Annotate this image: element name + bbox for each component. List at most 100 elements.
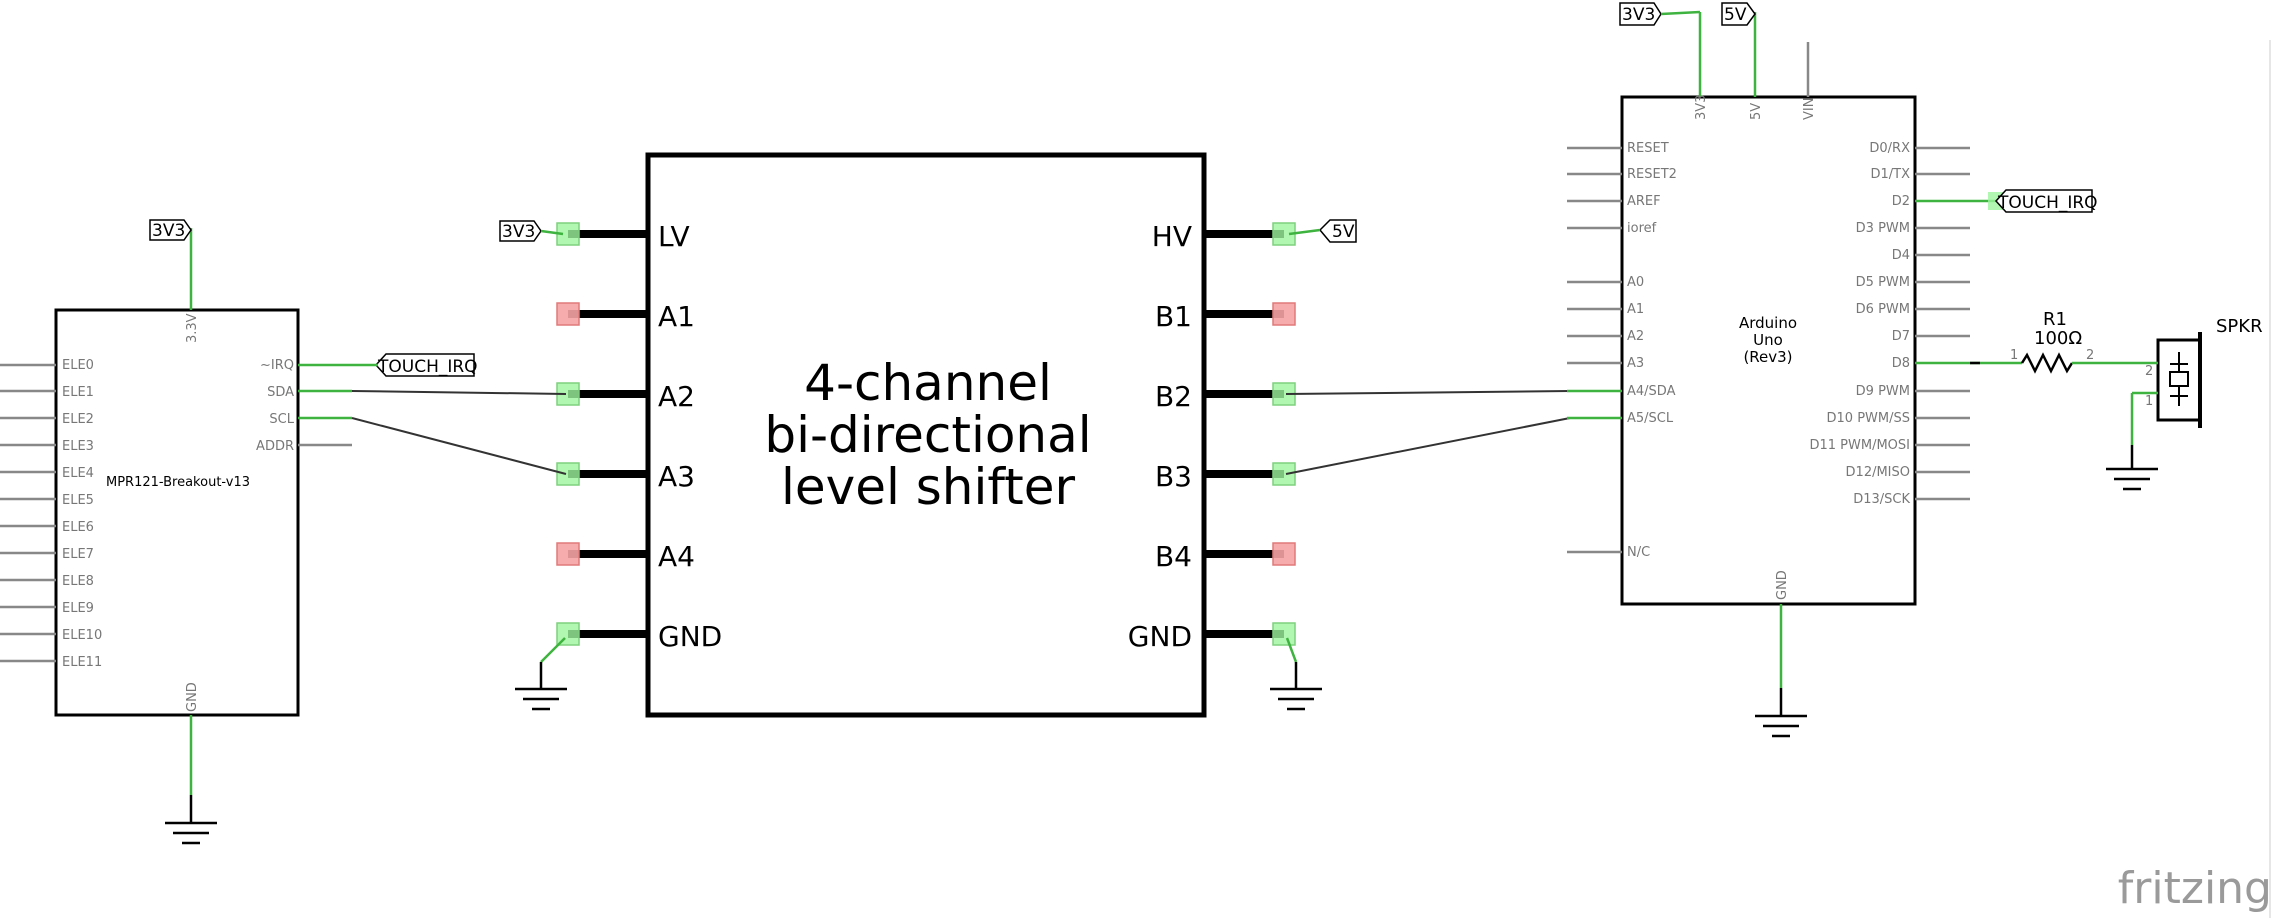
shifter-right-labels: HV B1 B2 B3 B4 GND: [1128, 220, 1192, 653]
pin-label: A1: [1627, 302, 1644, 317]
pin-label: ioref: [1627, 221, 1657, 236]
power-flag-label: 3V3: [152, 221, 185, 241]
power-flag-5v-arduino: 5V: [1721, 2, 1756, 26]
pad-gnd-right: [1272, 622, 1296, 646]
mpr121-name: MPR121-Breakout-v13: [106, 475, 250, 490]
pin-label: 3.3V: [185, 313, 200, 343]
pin-label: ELE0: [62, 358, 94, 373]
pin-label: B3: [1155, 460, 1192, 493]
pin-label: ELE7: [62, 547, 94, 562]
arduino-body: [1620, 95, 1917, 606]
pad-b4: [1272, 542, 1296, 566]
arduino-left-labels: RESET RESET2 AREF ioref A0 A1 A2 A3 A4/S…: [1627, 141, 1677, 560]
pin-label: N/C: [1627, 545, 1650, 560]
mpr121-body: [54, 308, 300, 717]
wire-sda-a2: [351, 390, 567, 395]
shifter-left-labels: LV A1 A2 A3 A4 GND: [658, 220, 722, 653]
net-label-touch-irq-right: TOUCH_IRQ: [1988, 189, 2098, 213]
pad-b1: [1272, 302, 1296, 326]
level-shifter-body: [645, 152, 1207, 718]
power-flag-label: 5V: [1332, 222, 1355, 242]
pin-label: D2: [1892, 194, 1910, 209]
pin-label: LV: [658, 220, 690, 253]
pin-label: D1/TX: [1870, 167, 1910, 182]
pin-label: VIN: [1802, 98, 1817, 120]
pin-label: D0/RX: [1869, 141, 1910, 156]
resistor-zigzag: [2020, 352, 2074, 374]
pin-label: A2: [658, 380, 695, 413]
power-flag-3v3-arduino: 3V3: [1619, 2, 1701, 26]
arduino-right-pins: [1915, 146, 1970, 501]
speaker-pin1: 1: [2145, 394, 2153, 409]
pin-label: GND: [185, 682, 200, 712]
speaker-spkr[interactable]: 2 1 SPKR: [2126, 316, 2263, 468]
pin-label: HV: [1152, 220, 1192, 253]
pin-label: ELE9: [62, 601, 94, 616]
pin-label: A4: [658, 540, 695, 573]
pin-label: D12/MISO: [1846, 465, 1910, 480]
net-label-touch-irq-left: TOUCH_IRQ: [374, 353, 478, 377]
pad-b3: [1272, 462, 1296, 486]
pin-label: GND: [1775, 570, 1790, 600]
shifter-title: 4-channel bi-directional level shifter: [764, 354, 1091, 516]
fritzing-watermark: fritzing: [2118, 863, 2272, 914]
level-shifter[interactable]: LV A1 A2 A3 A4 GND HV B1 B2 B3 B4 GND 4-…: [556, 152, 1296, 718]
pin-label: ELE4: [62, 466, 94, 481]
pin-label: D9 PWM: [1856, 384, 1910, 399]
arduino-uno[interactable]: RESET RESET2 AREF ioref A0 A1 A2 A3 A4/S…: [1567, 12, 1996, 715]
wire-b2-a4sda: [1285, 390, 1571, 395]
pin-label: ELE2: [62, 412, 94, 427]
pin-label: B2: [1155, 380, 1192, 413]
pin-label: RESET2: [1627, 167, 1677, 182]
power-flag-3v3-lv: 3V3: [499, 220, 564, 242]
pin-label: ELE10: [62, 628, 102, 643]
power-flag-3v3: 3V3: [149, 219, 192, 241]
wire-scl-a3: [351, 417, 567, 475]
pin-label: D6 PWM: [1856, 302, 1910, 317]
mpr121-breakout[interactable]: ELE0 ELE1 ELE2 ELE3 ELE4 ELE5 ELE6 ELE7 …: [0, 228, 352, 822]
pin-label: A2: [1627, 329, 1644, 344]
power-flag-label: 5V: [1724, 5, 1747, 25]
pin-label: A0: [1627, 275, 1644, 290]
pin-label: 3V3: [1694, 95, 1709, 120]
shifter-pads: [556, 222, 1296, 646]
arduino-left-pins: [1567, 146, 1622, 554]
resistor-pin2: 2: [2086, 348, 2094, 363]
mpr121-left-pins: [0, 363, 56, 663]
wires: [351, 390, 1571, 475]
resistor-pin1: 1: [2010, 348, 2018, 363]
pin-label: ELE6: [62, 520, 94, 535]
pin-label: B1: [1155, 300, 1192, 333]
arduino-right-labels: D0/RX D1/TX D2 D3 PWM D4 D5 PWM D6 PWM D…: [1809, 141, 1910, 507]
shifter-left-pins: [568, 230, 648, 638]
speaker-pin2: 2: [2145, 364, 2153, 379]
pin-label: D4: [1892, 248, 1910, 263]
resistor-r1[interactable]: 1 2 R1 100Ω: [1970, 309, 2126, 374]
pin-label: ELE5: [62, 493, 94, 508]
pin-label: D8: [1892, 356, 1910, 371]
shifter-right-pins: [1204, 230, 1284, 638]
pad-a1: [556, 302, 580, 326]
pin-label: RESET: [1627, 141, 1669, 156]
pin-label: SCL: [269, 412, 294, 427]
net-label-text: TOUCH_IRQ: [377, 357, 478, 377]
pin-label: A1: [658, 300, 695, 333]
shifter-title-line: 4-channel: [804, 354, 1052, 412]
pin-label: ~IRQ: [260, 358, 294, 373]
ground-symbol: [2106, 467, 2158, 491]
pin-label: D7: [1892, 329, 1910, 344]
pad-a4: [556, 542, 580, 566]
pin-label: SDA: [267, 385, 294, 400]
arduino-name: Arduino Uno (Rev3): [1739, 314, 1797, 366]
ground-symbol: [1755, 714, 1807, 738]
pin-label: 5V: [1749, 103, 1764, 120]
shifter-title-line: bi-directional: [764, 406, 1091, 464]
ground-symbol: [515, 637, 567, 711]
arduino-name-line: Uno: [1753, 331, 1783, 349]
net-label-text: TOUCH_IRQ: [1997, 193, 2098, 213]
pin-label: A5/SCL: [1627, 411, 1674, 426]
speaker-name: SPKR: [2216, 316, 2263, 337]
pin-label: D5 PWM: [1856, 275, 1910, 290]
pin-label: GND: [1128, 620, 1192, 653]
